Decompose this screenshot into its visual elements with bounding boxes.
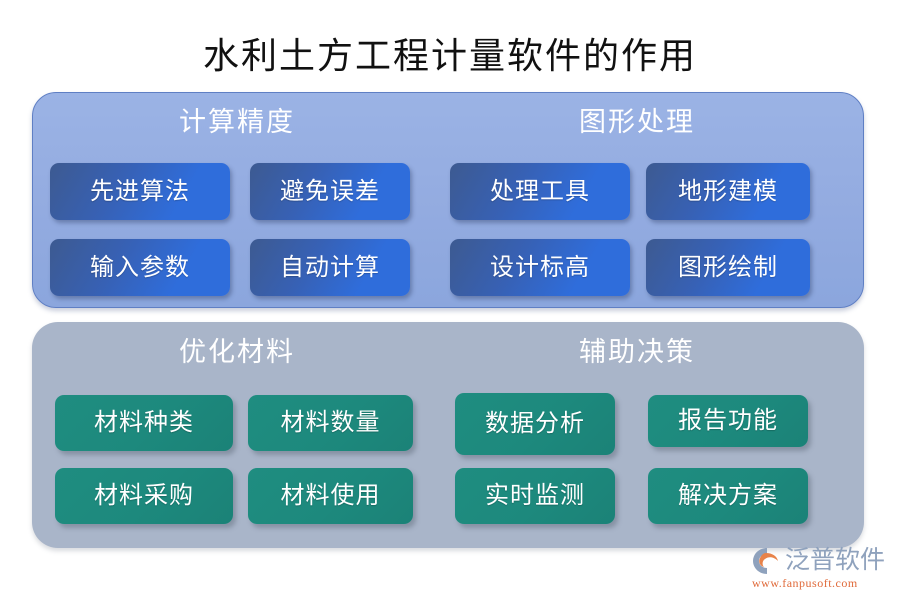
group-header-optimize-material: 优化材料 — [179, 337, 295, 367]
item-box-auto-calculation[interactable]: 自动计算 — [250, 239, 410, 296]
item-box-graphic-drawing[interactable]: 图形绘制 — [646, 239, 810, 296]
brand-logo-url: www.fanpusoft.com — [752, 576, 858, 590]
item-box-realtime-monitoring[interactable]: 实时监测 — [455, 468, 615, 524]
brand-logo: 泛普软件 www.fanpusoft.com — [752, 546, 892, 594]
group-header-decision-support: 辅助决策 — [579, 337, 695, 367]
item-box-advanced-algorithm[interactable]: 先进算法 — [50, 163, 230, 220]
item-box-material-usage[interactable]: 材料使用 — [248, 468, 413, 524]
group-header-calculation-accuracy: 计算精度 — [179, 107, 295, 137]
item-box-solution[interactable]: 解决方案 — [648, 468, 808, 524]
item-box-material-quantity[interactable]: 材料数量 — [248, 395, 413, 451]
page-title: 水利土方工程计量软件的作用 — [202, 36, 697, 76]
item-box-avoid-error[interactable]: 避免误差 — [250, 163, 410, 220]
brand-logo-name: 泛普软件 — [785, 547, 886, 574]
item-box-report-function[interactable]: 报告功能 — [648, 395, 808, 447]
item-box-material-type[interactable]: 材料种类 — [55, 395, 233, 451]
item-box-terrain-modeling[interactable]: 地形建模 — [646, 163, 810, 220]
item-box-data-analysis[interactable]: 数据分析 — [455, 393, 615, 455]
item-box-input-parameters[interactable]: 输入参数 — [50, 239, 230, 296]
item-box-material-procurement[interactable]: 材料采购 — [55, 468, 233, 524]
item-box-processing-tool[interactable]: 处理工具 — [450, 163, 630, 220]
fanpu-logo-icon — [753, 548, 778, 574]
group-header-graphics-processing: 图形处理 — [579, 107, 695, 137]
brand-logo-row: 泛普软件 — [752, 546, 892, 576]
item-box-design-elevation[interactable]: 设计标高 — [450, 239, 630, 296]
